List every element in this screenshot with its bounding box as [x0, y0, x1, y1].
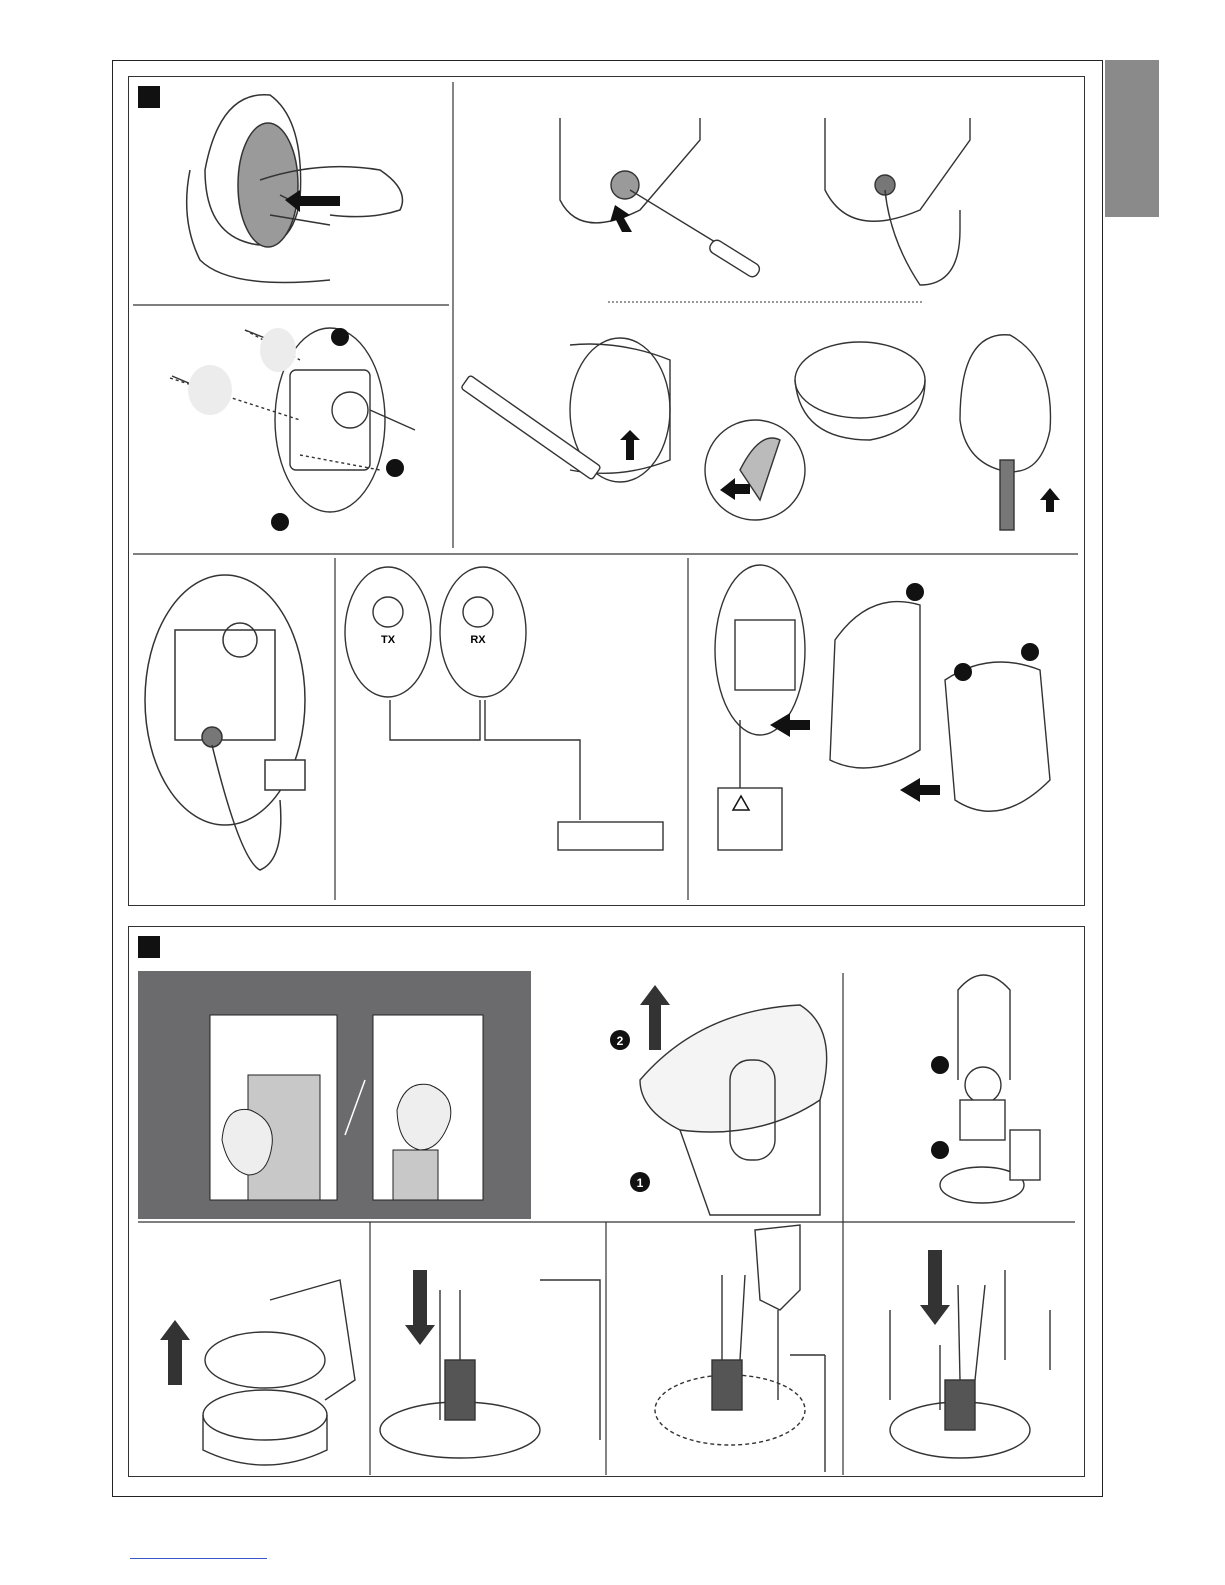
step-1-label: 1: [637, 1176, 644, 1190]
bulb-removal-illustration: [940, 975, 1040, 1203]
footer-link-underline: [130, 1558, 267, 1559]
step-2-label: 2: [617, 1034, 624, 1048]
lamp-cover-removal-illustration: [640, 1005, 827, 1215]
drilling-illustration: [655, 1225, 825, 1472]
base-lift-illustration: [203, 1280, 355, 1465]
screw-fixing-illustration: [890, 1270, 1050, 1458]
